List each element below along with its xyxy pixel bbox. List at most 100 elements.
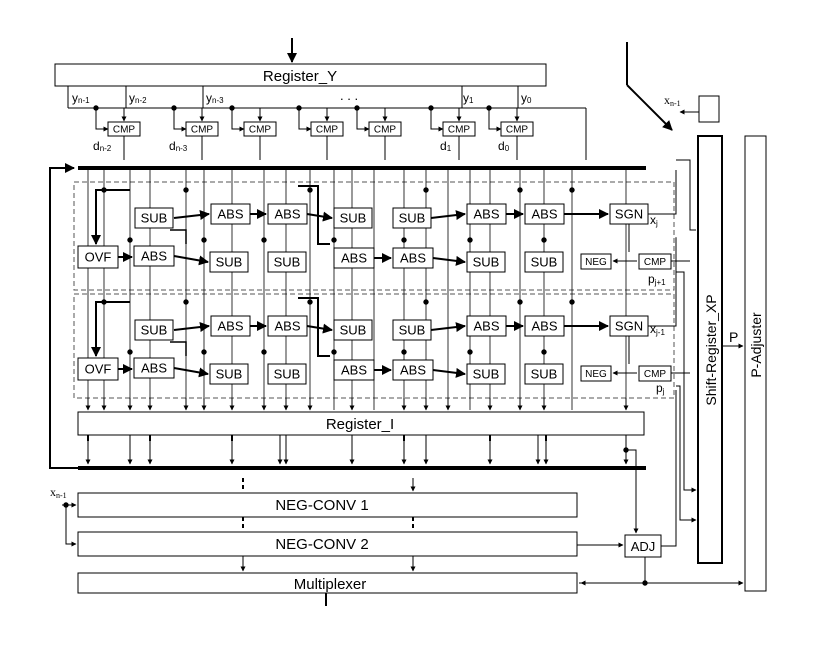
- p-adjuster-label: P-Adjuster: [748, 312, 764, 378]
- register-y-label: Register_Y: [263, 68, 337, 85]
- junction-dot: [401, 237, 407, 243]
- junction-dot: [569, 187, 575, 193]
- sub-1-f-label: SUB: [473, 255, 500, 270]
- p-adjuster-box: [744, 135, 767, 592]
- ovf-1-label: OVF: [85, 250, 112, 265]
- sub-1-c-label: SUB: [399, 211, 426, 226]
- junction-dot: [642, 580, 648, 586]
- abs-to-sub: [173, 367, 209, 378]
- abs-1-g-box: [392, 247, 434, 269]
- abs-2-c-box: [466, 315, 507, 337]
- ovf-feed: [91, 189, 130, 245]
- x-input-arrow: [626, 84, 673, 131]
- sub-2-c-label: SUB: [399, 323, 426, 338]
- register-y-box: [54, 63, 547, 87]
- junction-dot: [401, 349, 407, 355]
- junction-dot: [296, 105, 302, 111]
- abs-1-b-label: ABS: [274, 207, 300, 222]
- y-label-n-1: yn-1: [72, 91, 90, 105]
- sub-1-f-box: [466, 251, 506, 273]
- pj-label: pj: [656, 381, 665, 396]
- sub-2-d-box: [209, 363, 249, 385]
- junction-dot: [183, 187, 189, 193]
- abs-2-a-label: ABS: [217, 319, 243, 334]
- cmp-top-2-label: CMP: [249, 125, 272, 136]
- cmp-top-1-box: [185, 121, 219, 137]
- sub-1-b-box: [333, 207, 373, 229]
- neg-2-box: [580, 365, 612, 382]
- cmp-input: [231, 108, 245, 132]
- xp-wire: [676, 159, 696, 231]
- sub-2-b-box: [333, 319, 373, 341]
- register-i-label: Register_I: [326, 416, 394, 433]
- junction-dot: [201, 237, 207, 243]
- junction-dot: [261, 237, 267, 243]
- shift-register-xp-box: [697, 135, 723, 564]
- sub-1-a-box: [134, 207, 174, 229]
- x-top-label: xn-1: [664, 93, 681, 108]
- d-labels: dn-2 dn-3 d1 d0: [93, 139, 510, 153]
- feedback-loop: [49, 163, 78, 469]
- sub-1-a-label: SUB: [141, 211, 168, 226]
- cmp-top-4-label: CMP: [374, 125, 397, 136]
- neg-1-box: [580, 253, 612, 270]
- cmp-input: [298, 108, 312, 132]
- abs-1-d-box: [524, 203, 565, 225]
- junction-dot: [127, 349, 133, 355]
- sub-to-abs: [173, 322, 210, 332]
- sub-1-g-box: [524, 251, 564, 273]
- junction-dot: [307, 187, 313, 193]
- junction-dot: [486, 105, 492, 111]
- sub-2-g-label: SUB: [531, 367, 558, 382]
- neg-conv-1-label: NEG-CONV 1: [275, 497, 368, 514]
- abs-1-f-label: ABS: [341, 251, 367, 266]
- abs-2-e-box: [133, 357, 175, 379]
- p-output-label: P: [729, 329, 738, 345]
- junction-dot: [569, 299, 575, 305]
- junction-dot: [93, 105, 99, 111]
- abs-2-f-label: ABS: [341, 363, 367, 378]
- sgn-2-box: [609, 315, 649, 337]
- junction-dot: [183, 299, 189, 305]
- junction-dot: [423, 187, 429, 193]
- y-label-0: y0: [521, 91, 532, 105]
- abs-2-e-label: ABS: [141, 361, 167, 376]
- cmp-top-4-box: [368, 121, 402, 137]
- neg-2-label: NEG: [585, 369, 607, 380]
- neg-conv-2-box: [77, 531, 578, 557]
- abs-2-b-label: ABS: [274, 319, 300, 334]
- junction-dot: [101, 187, 107, 193]
- junction-dot: [541, 237, 547, 243]
- d-label-1: d1: [440, 139, 452, 153]
- xp-wire: [676, 385, 697, 523]
- y-labels: yn-1 yn-2 yn-3 y1 y0 . . .: [72, 88, 532, 105]
- abs-to-sub: [173, 255, 209, 266]
- sub-2-f-box: [466, 363, 506, 385]
- cmp-input: [173, 108, 187, 132]
- multiplexer-box: [77, 572, 578, 594]
- abs-1-a-box: [210, 203, 251, 225]
- cmp-side-2-box: [638, 365, 672, 382]
- d-label-0: d0: [498, 139, 510, 153]
- junction-dot: [517, 299, 523, 305]
- cmp-top-0-box: [107, 121, 141, 137]
- sub-2-f-label: SUB: [473, 367, 500, 382]
- junction-dot: [423, 299, 429, 305]
- xj1-label: xj-1: [650, 322, 665, 337]
- side-labels: xj pj+1 xj-1 pj: [648, 213, 666, 396]
- sub-to-abs: [430, 322, 466, 333]
- abs-to-sub: [306, 211, 333, 222]
- abs-to-sub: [432, 367, 466, 378]
- y-ellipsis: . . .: [340, 88, 358, 103]
- sub-2-a-box: [134, 319, 174, 341]
- abs-1-d-label: ABS: [531, 207, 557, 222]
- junction-dot: [201, 349, 207, 355]
- y-label-n-2: yn-2: [129, 91, 147, 105]
- sgn-2-label: SGN: [615, 319, 643, 334]
- junction-dot: [541, 349, 547, 355]
- cross-wire: [170, 229, 187, 244]
- abs-1-c-label: ABS: [473, 207, 499, 222]
- sub-2-e-label: SUB: [274, 367, 301, 382]
- junction-dot: [229, 105, 235, 111]
